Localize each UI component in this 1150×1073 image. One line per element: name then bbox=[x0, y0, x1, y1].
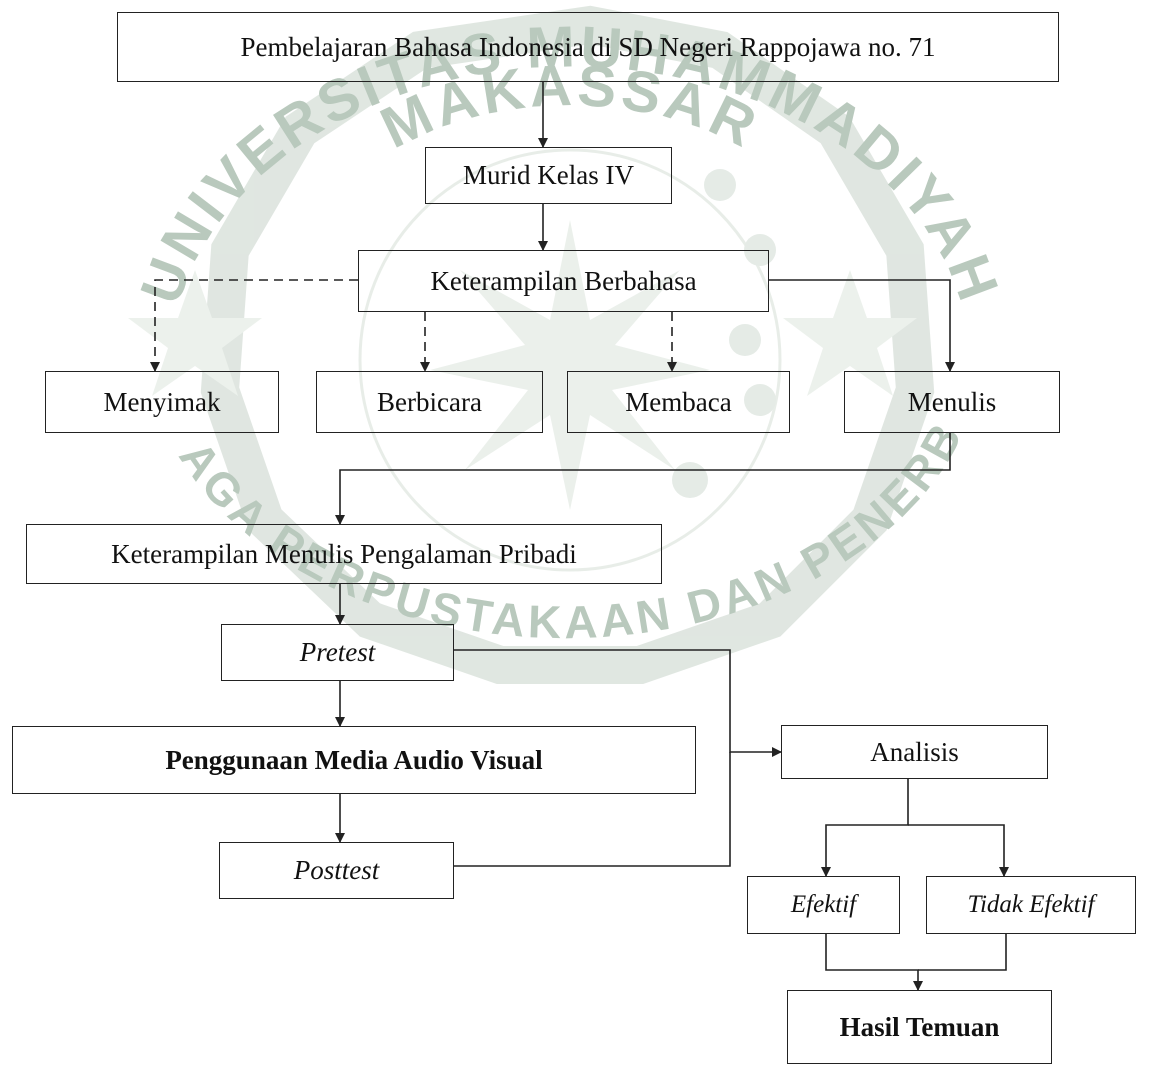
node-hasil-temuan: Hasil Temuan bbox=[787, 990, 1052, 1064]
seal-dot bbox=[704, 169, 736, 201]
node-pretest: Pretest bbox=[221, 624, 454, 681]
sun-emblem-shape bbox=[430, 220, 710, 510]
node-menyimak: Menyimak bbox=[45, 371, 279, 433]
star-left-shape bbox=[128, 270, 262, 396]
node-penggunaan-media: Penggunaan Media Audio Visual bbox=[12, 726, 696, 794]
node-analisis: Analisis bbox=[781, 725, 1048, 779]
edge-efektif-to-hasil bbox=[825, 934, 923, 991]
star-right-shape bbox=[783, 270, 917, 396]
node-membaca: Membaca bbox=[567, 371, 790, 433]
edge-posttest-to-analisis bbox=[454, 752, 731, 867]
seal-inner-ring bbox=[358, 148, 782, 572]
seal-dot bbox=[672, 462, 708, 498]
node-efektif: Efektif bbox=[747, 876, 900, 934]
edge-keterampilan-to-menyimak bbox=[150, 279, 358, 372]
seal-outline-shape bbox=[200, 5, 935, 684]
seal-dot bbox=[729, 324, 761, 356]
seal-dot bbox=[744, 384, 776, 416]
node-posttest: Posttest bbox=[219, 842, 454, 899]
node-murid: Murid Kelas IV bbox=[425, 147, 672, 204]
edge-keterampilan-to-menulis bbox=[769, 279, 955, 372]
node-keterampilan-berbahasa: Keterampilan Berbahasa bbox=[358, 250, 769, 312]
edge-menulis-to-pengalaman bbox=[335, 433, 951, 525]
node-tidak-efektif: Tidak Efektif bbox=[926, 876, 1136, 934]
node-menulis: Menulis bbox=[844, 371, 1060, 433]
node-berbicara: Berbicara bbox=[316, 371, 543, 433]
edge-tidak-efektif-to-hasil bbox=[918, 934, 1007, 971]
node-title: Pembelajaran Bahasa Indonesia di SD Nege… bbox=[117, 12, 1059, 82]
edge-analisis-to-tidak-efektif bbox=[908, 824, 1009, 877]
node-keterampilan-menulis: Keterampilan Menulis Pengalaman Pribadi bbox=[26, 524, 662, 584]
edge-analisis-to-efektif bbox=[821, 779, 909, 877]
edge-pretest-to-analisis bbox=[454, 649, 782, 757]
